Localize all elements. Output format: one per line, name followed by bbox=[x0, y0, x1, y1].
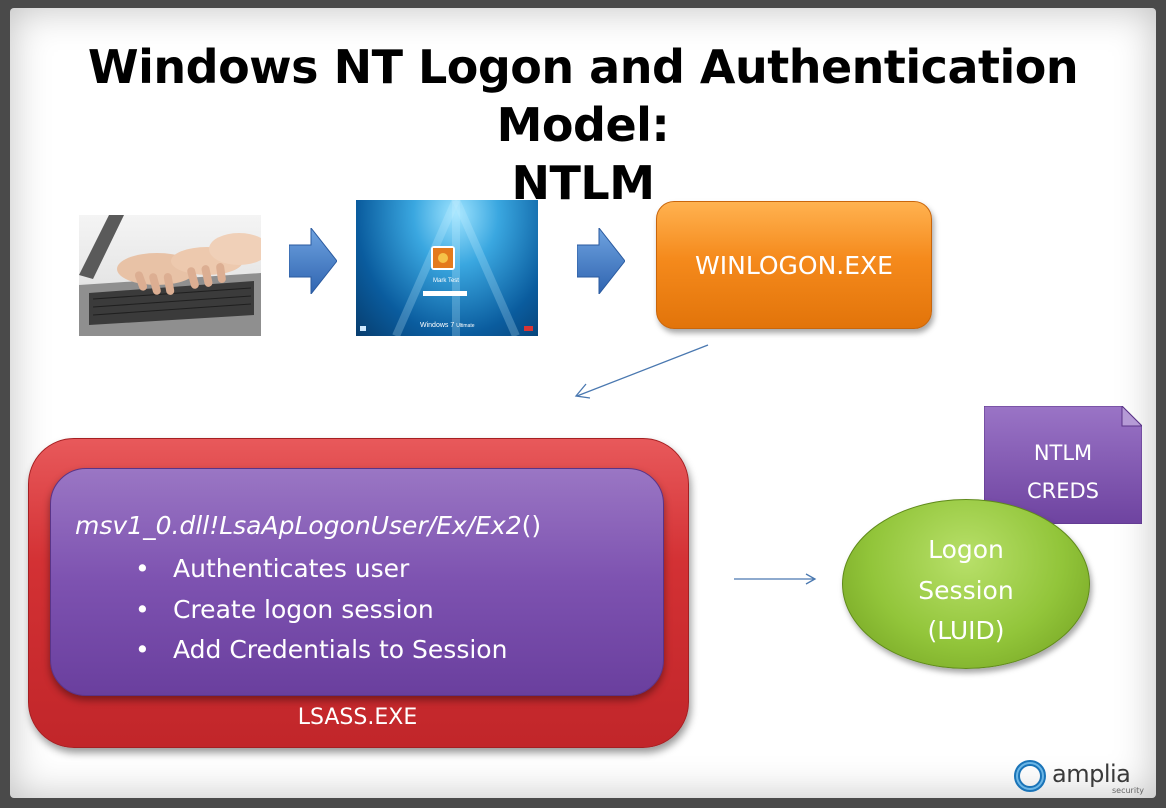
os-edition-text: Ultimate bbox=[456, 323, 475, 329]
amplia-logo: amplia security bbox=[1012, 754, 1144, 795]
logon-session-ellipse: Logon Session (LUID) bbox=[842, 499, 1090, 669]
connector-arrows bbox=[574, 344, 817, 585]
title-line-1: Windows NT Logon and Authentication Mode… bbox=[87, 40, 1079, 152]
amplia-logo-icon bbox=[1014, 760, 1046, 792]
logon-session-line-1: Logon bbox=[928, 535, 1004, 564]
login-user-name: Mark Test bbox=[433, 278, 459, 284]
bullet-text: Create logon session bbox=[173, 594, 434, 624]
lsass-label: LSASS.EXE bbox=[297, 705, 418, 730]
list-item: • Add Credentials to Session bbox=[135, 630, 507, 671]
logon-session-text: Logon Session (LUID) bbox=[843, 530, 1089, 652]
block-arrow-right-icon bbox=[289, 228, 337, 294]
ntlm-creds-text: NTLM CREDS bbox=[984, 434, 1142, 510]
function-bullets: • Authenticates user • Create logon sess… bbox=[135, 549, 507, 671]
windows-login-screenshot: Mark Test Windows 7 Ultimate bbox=[356, 200, 538, 336]
list-item: • Authenticates user bbox=[135, 549, 507, 590]
os-brand-text: Windows 7 bbox=[420, 322, 455, 329]
keyboard-typing-photo bbox=[79, 215, 261, 336]
function-name-suffix: () bbox=[521, 511, 542, 540]
ntlm-creds-line-2: CREDS bbox=[1026, 479, 1100, 503]
logo-word: amplia bbox=[1052, 760, 1131, 788]
winlogon-label: WINLOGON.EXE bbox=[695, 250, 893, 280]
slide-title: Windows NT Logon and Authentication Mode… bbox=[10, 38, 1156, 212]
logon-session-line-2: Session bbox=[918, 575, 1014, 605]
winlogon-box: WINLOGON.EXE bbox=[656, 201, 932, 329]
bullet-text: Add Credentials to Session bbox=[173, 635, 508, 664]
function-name: msv1_0.dll!LsaApLogonUser/Ex/Ex2() bbox=[75, 511, 541, 540]
winlogon-to-lsass-arrow bbox=[576, 344, 709, 397]
logon-session-line-3: (LUID) bbox=[927, 616, 1005, 645]
list-item: • Create logon session bbox=[135, 590, 507, 631]
ntlm-creds-box: NTLM CREDS bbox=[984, 406, 1142, 524]
msv1-module-box: msv1_0.dll!LsaApLogonUser/Ex/Ex2() • Aut… bbox=[50, 468, 664, 696]
logo-sub: security bbox=[1112, 786, 1144, 795]
login-os-brand: Windows 7 Ultimate bbox=[420, 322, 475, 329]
bullet-text: Authenticates user bbox=[173, 554, 410, 583]
bullet-icon: • bbox=[135, 594, 150, 624]
function-name-italic: msv1_0.dll!LsaApLogonUser/Ex/Ex2 bbox=[75, 511, 522, 540]
slide: Windows NT Logon and Authentication Mode… bbox=[10, 8, 1156, 798]
ntlm-creds-line-1: NTLM bbox=[1033, 441, 1093, 465]
block-arrow-right-icon bbox=[577, 228, 625, 294]
bullet-icon: • bbox=[135, 635, 150, 664]
bullet-icon: • bbox=[135, 554, 150, 583]
